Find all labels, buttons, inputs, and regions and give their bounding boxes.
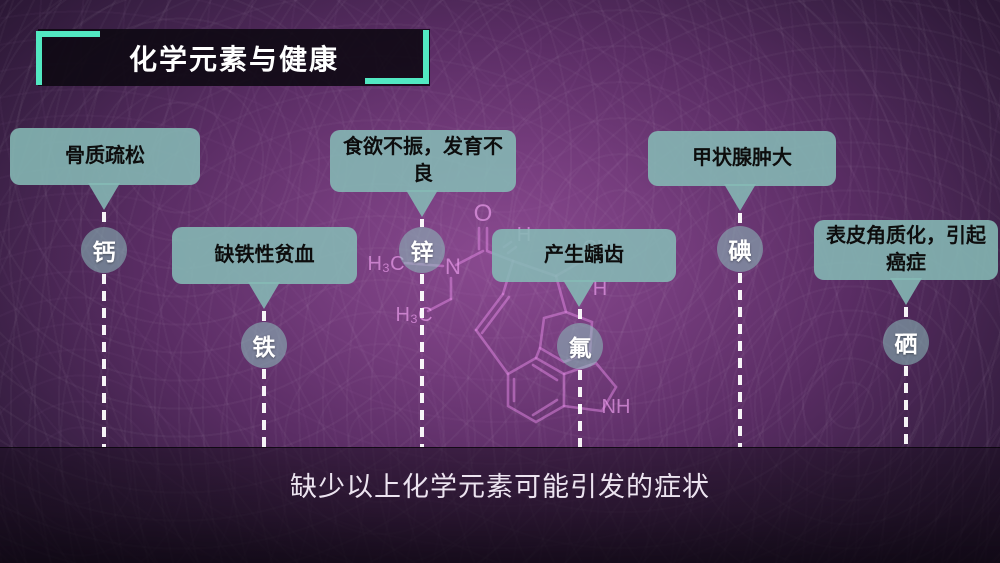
molecule-label-nh: NH <box>602 396 631 418</box>
page-title: 化学元素与健康 <box>128 43 339 75</box>
leader-line <box>578 370 582 447</box>
footer-caption: 缺少以上化学元素可能引发的症状 <box>290 472 710 502</box>
leader-line <box>262 311 266 322</box>
leader-line <box>904 307 908 319</box>
molecule-label-h3c-bottom: H₃C <box>395 304 432 326</box>
leader-line <box>102 212 106 227</box>
bubble-tail <box>406 190 438 217</box>
leader-line <box>738 213 742 226</box>
element-circle: 碘 <box>717 226 763 272</box>
leader-line <box>738 273 742 447</box>
molecule-label-h3c-left: H₃C <box>367 253 404 275</box>
element-circle: 硒 <box>883 319 929 365</box>
molecule-structure-illustration: O H CH₃ H N H₃C H₃C NH <box>367 200 631 424</box>
symptom-bubble: 食欲不振，发育不良 <box>330 130 516 192</box>
bubble-tail <box>88 183 120 210</box>
footer-dark-band <box>0 447 1000 563</box>
leader-line <box>904 366 908 447</box>
leader-line <box>102 274 106 447</box>
leader-line <box>420 274 424 447</box>
leader-line <box>578 309 582 323</box>
element-circle: 铁 <box>241 322 287 368</box>
title-bracket-left <box>36 31 42 85</box>
molecule-label-h-right: H <box>593 278 607 300</box>
symptom-bubble: 甲状腺肿大 <box>648 131 836 186</box>
bubble-tail <box>563 280 595 307</box>
element-circle: 氟 <box>557 323 603 369</box>
bubble-tail <box>890 278 922 305</box>
symptom-bubble: 表皮角质化，引起癌症 <box>814 220 998 280</box>
title-bracket-right <box>365 78 429 84</box>
title-bracket-left <box>36 31 100 37</box>
bubble-tail <box>248 282 280 309</box>
symptom-bubble: 骨质疏松 <box>10 128 200 185</box>
title-bracket-right <box>423 30 429 84</box>
leader-line <box>420 219 424 227</box>
symptom-bubble: 产生龋齿 <box>492 229 676 282</box>
leader-line <box>262 369 266 447</box>
bubble-tail <box>724 184 756 211</box>
symptom-bubble: 缺铁性贫血 <box>172 227 357 284</box>
element-circle: 钙 <box>81 227 127 273</box>
element-circle: 锌 <box>399 227 445 273</box>
molecule-label-o: O <box>474 200 493 227</box>
title-bar: 化学元素与健康 <box>38 29 430 86</box>
molecule-label-n: N <box>445 254 461 279</box>
